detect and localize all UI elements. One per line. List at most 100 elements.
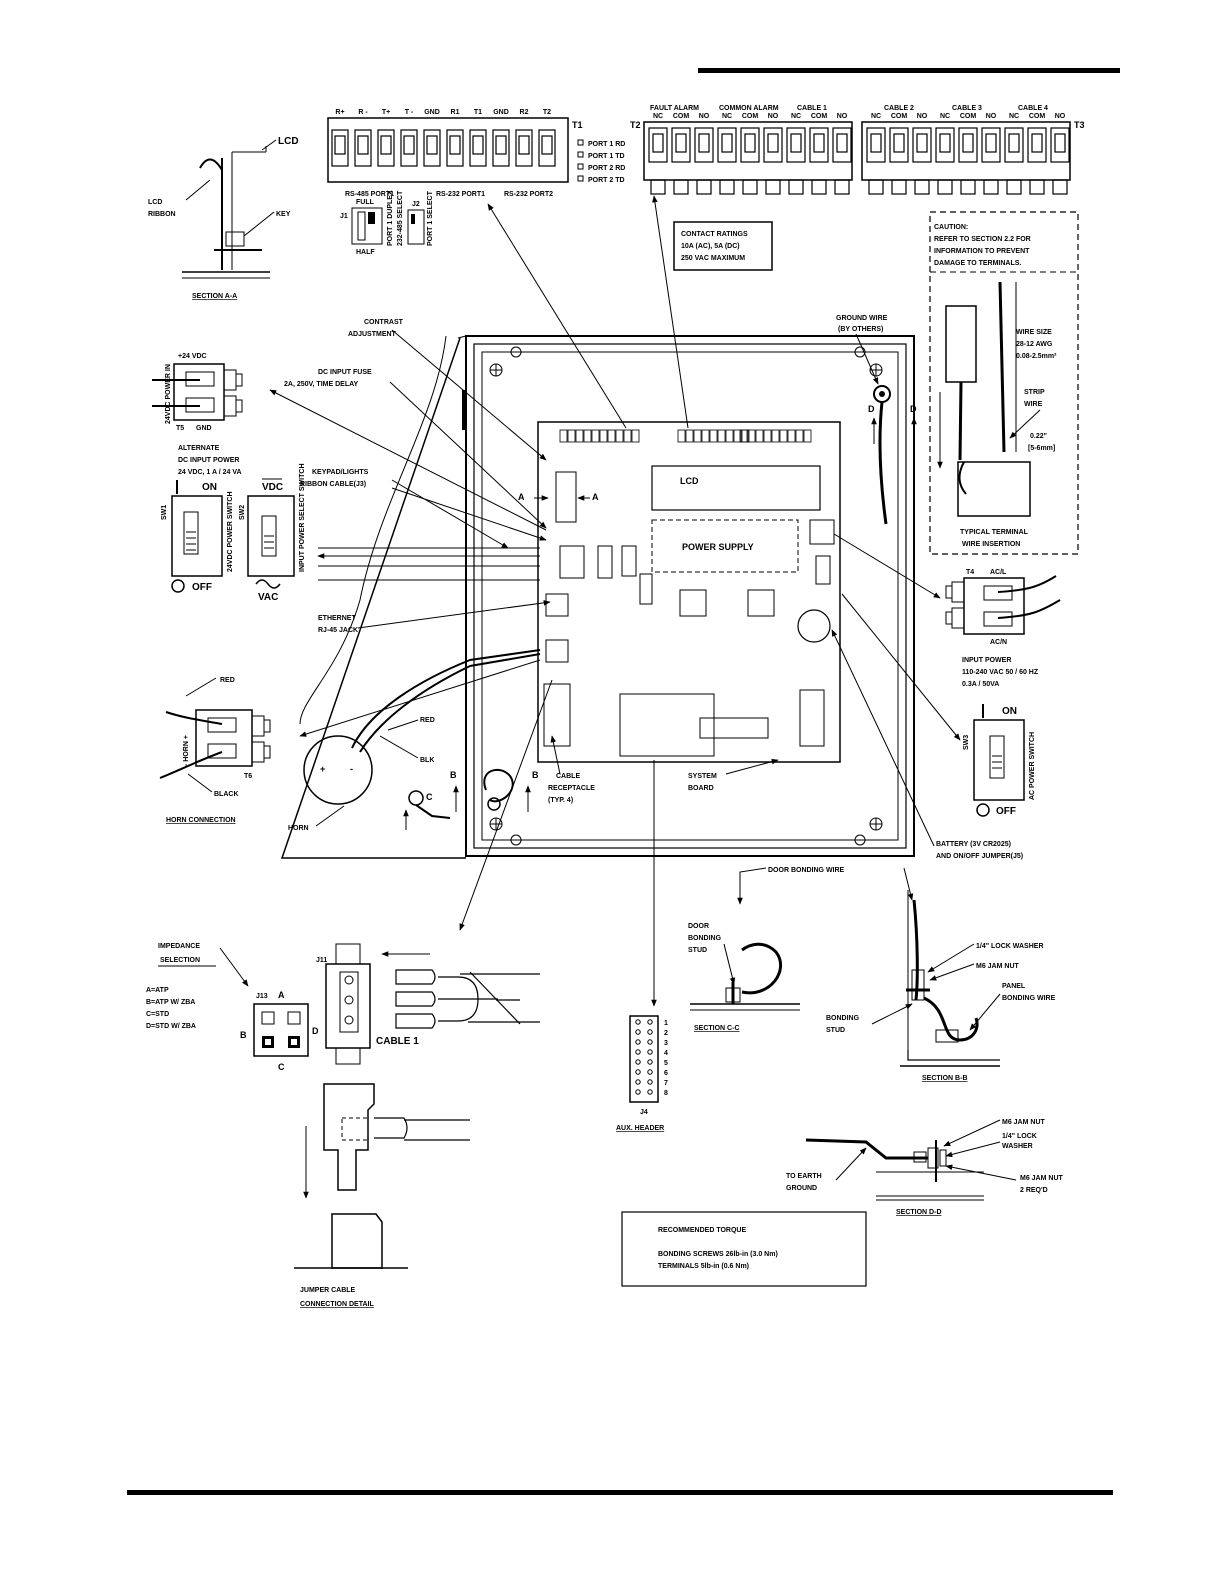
svg-text:A: A [278, 990, 285, 1000]
svg-text:BOARD: BOARD [688, 785, 714, 792]
horn-polarity: - HORN + [183, 735, 190, 766]
svg-text:BONDING: BONDING [688, 935, 722, 942]
sw1-off: OFF [192, 582, 212, 593]
svg-text:[5-6mm]: [5-6mm] [1028, 445, 1055, 452]
aux-pin-number: 1 [664, 1020, 668, 1027]
t2-contact-label: NO [837, 113, 848, 120]
section-letter-d-right: D [910, 404, 917, 414]
svg-text:JUMPER CABLE: JUMPER CABLE [300, 1287, 356, 1294]
cable-receptacle-label: CABLE [556, 773, 580, 780]
sw3-ac-power-switch: ON SW3 AC POWER SWITCH OFF [963, 704, 1036, 817]
t1-terminal-label: R+ [335, 109, 344, 116]
section-c-c-title: SECTION C-C [694, 1025, 740, 1032]
svg-text:STUD: STUD [826, 1027, 845, 1034]
aux-pin-number: 4 [664, 1050, 668, 1057]
aa-lcd: LCD [278, 136, 299, 147]
svg-text:BLK: BLK [420, 757, 434, 764]
system-board-label: SYSTEM [688, 773, 717, 780]
t3-contact-label: COM [891, 113, 908, 120]
recommended-torque-box: RECOMMENDED TORQUE BONDING SCREWS 26lb-i… [621, 1211, 867, 1287]
svg-text:+24 VDC: +24 VDC [178, 353, 207, 360]
svg-text:D=STD W/ ZBA: D=STD W/ ZBA [146, 1023, 196, 1030]
sw2-vdc: VDC [262, 482, 283, 493]
power-supply-label: POWER SUPPLY [682, 542, 754, 552]
svg-text:GROUND: GROUND [786, 1185, 817, 1192]
sw2-label: INPUT POWER SELECT SWITCH [299, 464, 306, 573]
sw1-label: 24VDC POWER SWITCH [227, 491, 234, 572]
horn-connection-title: HORN CONNECTION [166, 817, 236, 824]
sw3-on: ON [1002, 706, 1017, 717]
contrast-label: CONTRAST [364, 319, 404, 326]
svg-text:CONTACT RATINGS: CONTACT RATINGS [681, 231, 748, 238]
sw1-24vdc-power-switch: ON SW1 24VDC POWER SWITCH OFF [161, 480, 234, 593]
torque-title: RECOMMENDED TORQUE [658, 1227, 746, 1234]
horn-connection: RED - HORN + T6 BLACK HORN CONNECTION + … [159, 649, 541, 832]
t1-terminal-label: GND [493, 109, 509, 116]
svg-text:SELECTION: SELECTION [160, 957, 200, 964]
section-d-d-title: SECTION D-D [896, 1209, 942, 1216]
impedance-cable1-label: CABLE 1 [376, 1036, 419, 1047]
svg-text:WIRE: WIRE [1024, 401, 1043, 408]
section-d-d: M6 JAM NUT 1/4" LOCK WASHER TO EARTH GRO… [786, 1119, 1064, 1216]
impedance-selection: IMPEDANCE SELECTION A=ATP B=ATP W/ ZBA C… [146, 943, 540, 1072]
section-letter-b-left: B [450, 770, 457, 780]
svg-text:0.08-2.5mm²: 0.08-2.5mm² [1016, 353, 1057, 360]
torque-terminals: TERMINALS 5lb-in (0.6 Nm) [658, 1263, 749, 1270]
sw3-off: OFF [996, 806, 1016, 817]
svg-text:1/4" LOCK: 1/4" LOCK [1002, 1133, 1037, 1140]
port-2-rd: PORT 2 RD [588, 165, 625, 172]
port-led-legend: PORT 1 RD PORT 1 TD PORT 2 RD PORT 2 TD [577, 139, 625, 184]
door-bonding-wire-label: DOOR BONDING WIRE [768, 867, 845, 874]
aux-pin-number: 5 [664, 1060, 668, 1067]
t1-terminal-label: GND [424, 109, 440, 116]
t5-id: T5 [176, 425, 184, 432]
svg-text:110-240 VAC 50 / 60 HZ: 110-240 VAC 50 / 60 HZ [962, 669, 1039, 676]
svg-text:WASHER: WASHER [1002, 1143, 1033, 1150]
t3-contact-label: NO [917, 113, 928, 120]
svg-text:24 VDC, 1 A / 24 VA: 24 VDC, 1 A / 24 VA [178, 469, 242, 476]
svg-text:B: B [240, 1030, 247, 1040]
rs232-port1: RS-232 PORT1 [436, 191, 485, 198]
t3-cable2-label: CABLE 2 [884, 105, 914, 112]
sw2-id: SW2 [239, 505, 246, 520]
rs485-port1: RS-485 PORT1 [345, 191, 394, 198]
aux-pin-number: 7 [664, 1080, 668, 1087]
common-alarm-label: COMMON ALARM [719, 105, 779, 112]
svg-text:(TYP. 4): (TYP. 4) [548, 797, 573, 804]
svg-text:BONDING: BONDING [826, 1015, 860, 1022]
t1-terminal-label: T2 [543, 109, 551, 116]
ethernet-label: ETHERNET [318, 615, 356, 622]
section-a-a-title: SECTION A-A [192, 293, 237, 300]
dc-fuse-label: DC INPUT FUSE [318, 369, 372, 376]
half-label: HALF [356, 249, 375, 256]
contact-ratings-box: CONTACT RATINGS 10A (AC), 5A (DC) 250 VA… [673, 221, 773, 271]
t3-contact-label: NC [1009, 113, 1019, 120]
t2-cable1-label: CABLE 1 [797, 105, 827, 112]
sw1-id: SW1 [161, 505, 168, 520]
t1-terminal-label: R2 [520, 109, 529, 116]
svg-text:BONDING WIRE: BONDING WIRE [1002, 995, 1056, 1002]
dc-input-terminal-t5: +24 VDC 24VDC POWER IN T5 GND ALTERNATE … [152, 353, 243, 476]
t2-contact-label: COM [811, 113, 828, 120]
svg-text:STUD: STUD [688, 947, 707, 954]
t1-terminal-label: R1 [451, 109, 460, 116]
horn-icon [303, 735, 373, 805]
top-rule [698, 68, 1120, 73]
j13-id: J13 [256, 993, 268, 1000]
svg-text:ALTERNATE: ALTERNATE [178, 445, 220, 452]
svg-text:TO EARTH: TO EARTH [786, 1173, 822, 1180]
full-label: FULL [356, 199, 375, 206]
j2-label: J2 [412, 201, 420, 208]
svg-text:RECEPTACLE: RECEPTACLE [548, 785, 595, 792]
aux-pin-number: 6 [664, 1070, 668, 1077]
svg-text:WIRE INSERTION: WIRE INSERTION [962, 541, 1020, 548]
sw3-label: AC POWER SWITCH [1029, 732, 1036, 800]
svg-text:CONNECTION DETAIL: CONNECTION DETAIL [300, 1301, 374, 1308]
enclosure [280, 335, 915, 859]
svg-text:28-12 AWG: 28-12 AWG [1016, 341, 1053, 348]
